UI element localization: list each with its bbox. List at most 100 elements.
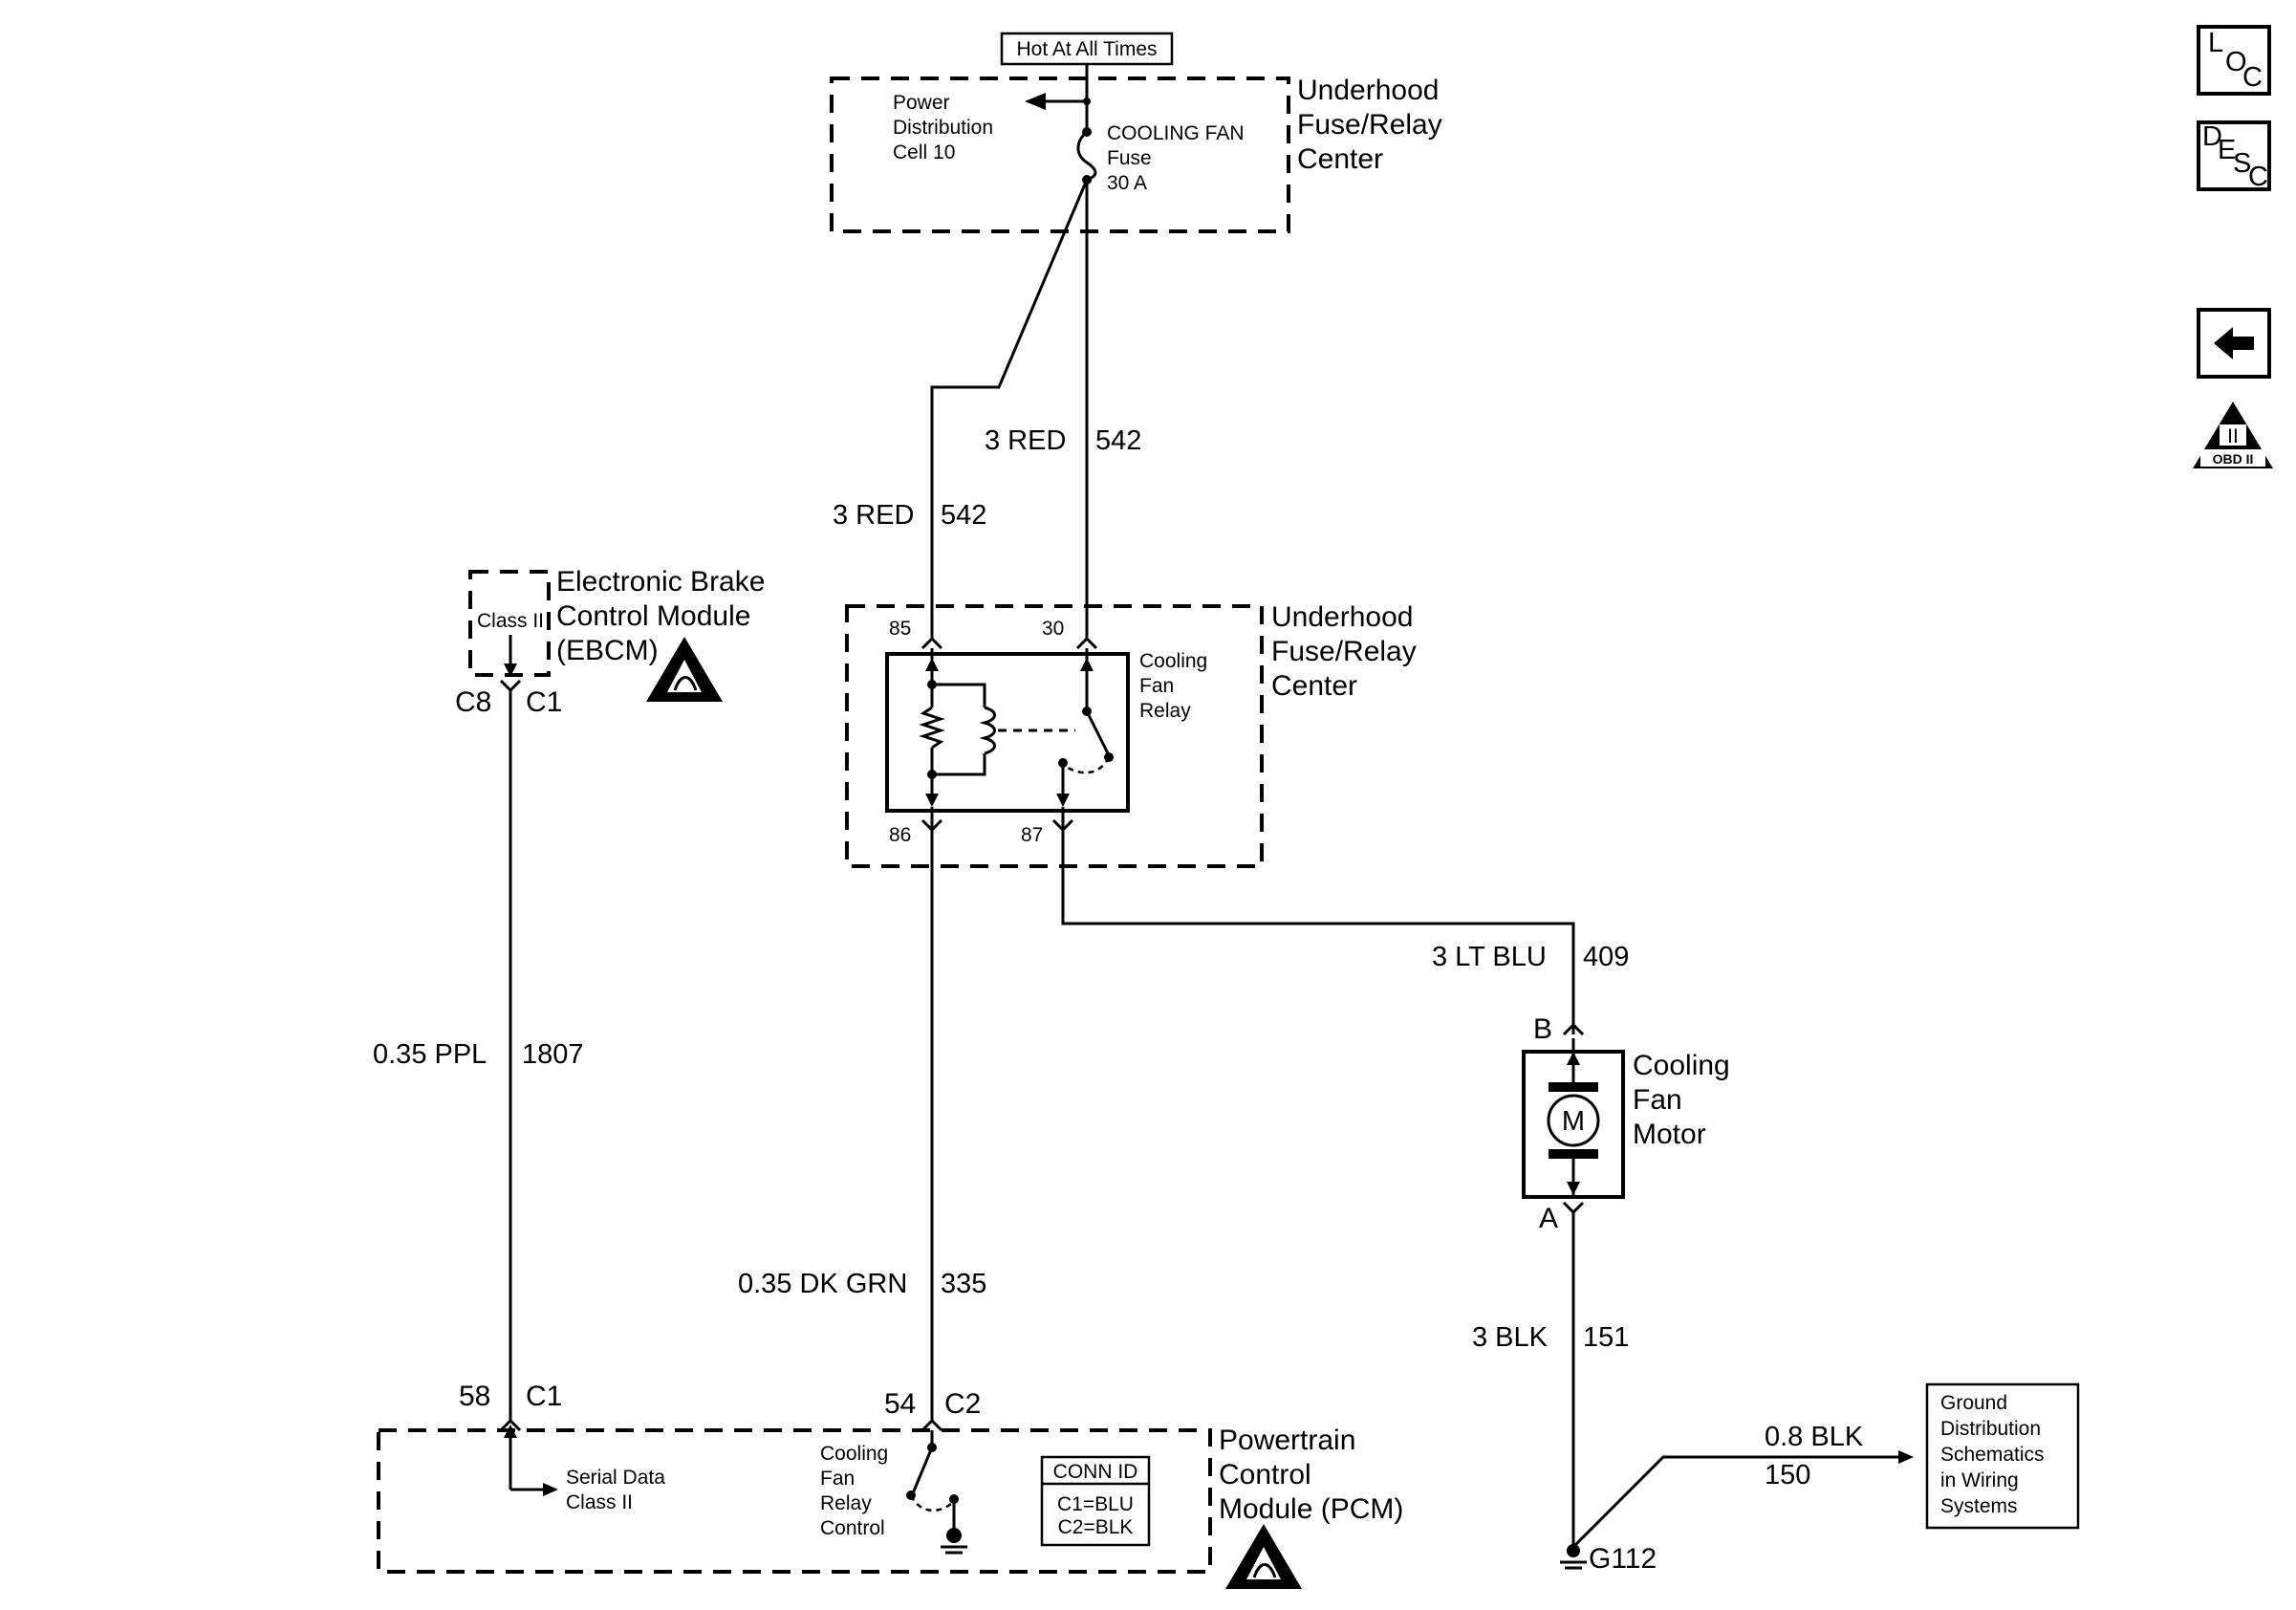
pcm-relay-control-label-2: Fan — [820, 1468, 855, 1490]
motor-b-connector — [1562, 1022, 1585, 1036]
pcm-serial-connector: C1 — [526, 1381, 562, 1412]
pcm-serial-label-2: Class II — [566, 1491, 633, 1513]
fuse-center-top-title-3: Center — [1297, 143, 1383, 175]
wire-409-size-color: 3 LT BLU — [1432, 942, 1547, 972]
wire-542-coil-circuit: 542 — [941, 500, 986, 531]
hot-at-all-times-label: Hot At All Times — [1016, 38, 1157, 60]
ground-distribution-reference[interactable]: Ground Distribution Schematics in Wiring… — [1925, 1382, 2080, 1530]
cooling-fan-relay — [885, 648, 1130, 813]
wire-1807-circuit: 1807 — [522, 1039, 584, 1070]
relay-85-connector — [921, 636, 943, 650]
motor-pin-a: A — [1539, 1203, 1558, 1234]
ebcm-title-1: Electronic Brake — [556, 566, 765, 598]
wire-150-size-color: 0.8 BLK — [1765, 1422, 1864, 1452]
pcm-control-pin: 54 — [884, 1388, 916, 1420]
pcm-serial-label-1: Serial Data — [566, 1467, 665, 1489]
wire-409-circuit: 409 — [1583, 942, 1629, 972]
pcm-title-2: Control — [1219, 1459, 1311, 1490]
wire-150-ground-branch — [1571, 1450, 1914, 1549]
wire-335-size-color: 0.35 DK GRN — [738, 1269, 907, 1299]
underhood-fuse-center-top: Underhood Fuse/Relay Center — [830, 75, 1442, 233]
pcm-relay-control-label-4: Control — [820, 1517, 885, 1539]
wire-409-fan-feed — [1061, 830, 1575, 1034]
conn-id-box: CONN ID C1=BLU C2=BLK — [1040, 1455, 1151, 1547]
power-distribution-label-1: Power — [893, 92, 950, 114]
power-distribution-label-3: Cell 10 — [893, 141, 955, 163]
pcm-ground-icon — [941, 1528, 967, 1555]
ebcm-module: Class II Electronic Brake Control Module… — [468, 566, 765, 677]
motor-title-3: Motor — [1633, 1119, 1706, 1150]
loc-letter-o: O — [2225, 47, 2247, 77]
obd-ii-button[interactable]: II OBD II — [2193, 402, 2273, 468]
pcm-c2-connector — [921, 1418, 943, 1432]
ground-reference-3: Schematics — [1940, 1444, 2045, 1466]
wire-1807-size-color: 0.35 PPL — [373, 1039, 487, 1070]
ebcm-pin: C8 — [455, 686, 491, 718]
pcm-title-3: Module (PCM) — [1219, 1493, 1403, 1525]
wire-335-circuit: 335 — [941, 1269, 986, 1299]
loc-button[interactable]: L O C — [2197, 25, 2271, 96]
ebcm-class-label: Class II — [477, 610, 544, 632]
desc-letter-s: S — [2233, 148, 2251, 179]
pcm-relay-control-label-1: Cooling — [820, 1443, 888, 1465]
loc-letter-l: L — [2208, 28, 2223, 58]
pcm-relay-control-label-3: Relay — [820, 1492, 872, 1514]
ground-reference-1: Ground — [1940, 1392, 2007, 1414]
fuse-center-top-title-1: Underhood — [1297, 75, 1439, 106]
hot-at-all-times-box: Hot At All Times — [1000, 32, 1174, 66]
wire-542-coil-feed — [930, 179, 1089, 639]
wire-542-coil-size-color: 3 RED — [833, 500, 914, 531]
conn-id-row-1: C1=BLU — [1057, 1493, 1134, 1515]
fuse-center-relay-title-2: Fuse/Relay — [1271, 636, 1417, 667]
fuse-center-top-title-2: Fuse/Relay — [1297, 109, 1442, 141]
ground-reference-4: in Wiring — [1940, 1469, 2019, 1491]
desc-letter-e: E — [2218, 135, 2236, 165]
pcm-title-1: Powertrain — [1219, 1425, 1355, 1456]
relay-label-2: Fan — [1139, 675, 1174, 697]
ebcm-title-3: (EBCM) — [556, 635, 659, 666]
motor-symbol: M — [1562, 1106, 1585, 1137]
pcm-esd-warning-icon — [1225, 1524, 1302, 1589]
left-arrow-icon — [2214, 327, 2254, 359]
pcm-serial-pin: 58 — [459, 1381, 490, 1412]
cooling-fan-fuse-symbol — [1076, 127, 1097, 185]
desc-letter-d: D — [2202, 121, 2222, 152]
fuse-label-1: COOLING FAN — [1107, 122, 1245, 144]
pcm-module: Powertrain Control Module (PCM) — [377, 1425, 1403, 1574]
back-button[interactable] — [2197, 308, 2271, 379]
motor-title-1: Cooling — [1633, 1050, 1730, 1081]
wire-542-switch-circuit: 542 — [1095, 425, 1141, 456]
pcm-relay-control-switch — [906, 1430, 959, 1534]
conn-id-title: CONN ID — [1053, 1461, 1138, 1483]
ground-reference-5: Systems — [1940, 1495, 2018, 1517]
motor-pin-b: B — [1533, 1013, 1552, 1045]
relay-coil-icon — [979, 706, 996, 755]
power-distribution-label-2: Distribution — [893, 117, 993, 139]
relay-label-1: Cooling — [1139, 650, 1207, 672]
relay-pin-87: 87 — [1021, 824, 1043, 846]
wire-151-circuit: 151 — [1583, 1322, 1629, 1353]
motor-a-connector — [1562, 1201, 1585, 1215]
relay-resistor-icon — [919, 706, 945, 750]
relay-pin-30: 30 — [1042, 618, 1064, 640]
desc-letter-c: C — [2248, 162, 2268, 192]
pcm-control-connector: C2 — [944, 1388, 981, 1420]
relay-pin-85: 85 — [889, 618, 911, 640]
ebcm-esd-warning-icon — [646, 637, 723, 702]
pcm-serial-data-path — [504, 1425, 558, 1496]
power-distribution-arrow — [1025, 64, 1091, 132]
cooling-fan-motor — [1522, 1038, 1625, 1199]
loc-letter-c: C — [2242, 62, 2263, 93]
wire-151-size-color: 3 BLK — [1472, 1322, 1549, 1353]
ground-id: G112 — [1589, 1543, 1657, 1575]
fuse-center-relay-title-3: Center — [1271, 670, 1357, 702]
ground-reference-2: Distribution — [1940, 1418, 2041, 1440]
relay-pin-86: 86 — [889, 824, 911, 846]
ebcm-c1-connector — [499, 679, 522, 693]
motor-title-2: Fan — [1633, 1084, 1682, 1116]
conn-id-row-2: C2=BLK — [1058, 1516, 1134, 1538]
underhood-fuse-center-relay: Underhood Fuse/Relay Center — [845, 601, 1417, 868]
ground-g112-icon — [1560, 1544, 1587, 1570]
wire-150-circuit: 150 — [1765, 1460, 1810, 1490]
desc-button[interactable]: D E S C — [2197, 120, 2271, 192]
